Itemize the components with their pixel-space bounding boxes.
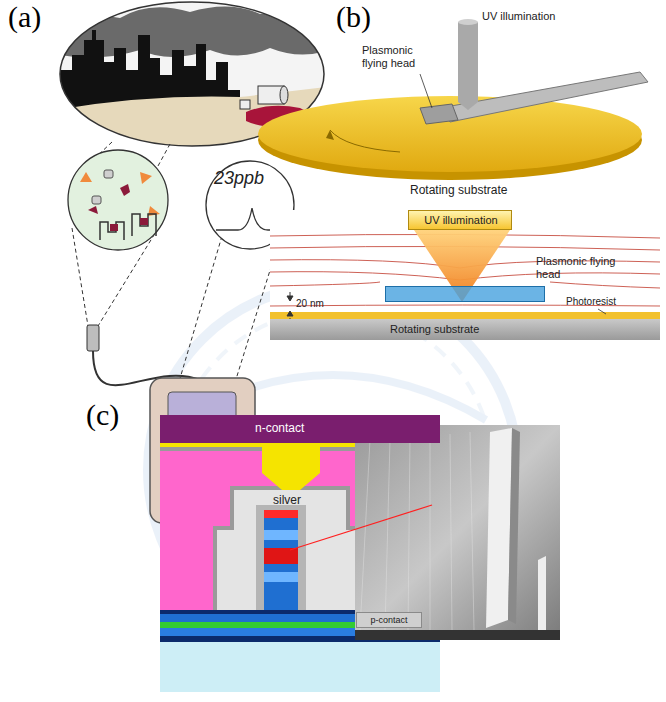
molecule-detail-part — [140, 218, 148, 225]
node-text: Rotating substrate — [390, 323, 550, 336]
pointer-line — [290, 505, 432, 550]
led-cross-section-part — [264, 530, 298, 540]
molecule-detail — [68, 150, 168, 250]
dimension-arrow-part — [287, 311, 293, 316]
led-cross-section-part — [262, 473, 320, 490]
photoresist-layer — [270, 312, 660, 319]
rotating-disk-part — [326, 130, 334, 140]
silver-region: silver — [217, 490, 364, 610]
sem-image-part — [538, 556, 546, 634]
led-cross-section-part — [264, 572, 298, 582]
part-label: UV illumination — [482, 10, 602, 23]
led-cross-section-part — [264, 510, 298, 518]
sem-image-part-part — [408, 438, 410, 630]
contact-layer: n-contact — [160, 415, 440, 443]
node-text: UV illumination — [409, 214, 513, 227]
part-label: Rotating substrate — [410, 184, 540, 198]
molecule-detail-part — [104, 170, 113, 178]
sensor-device-part — [87, 325, 99, 351]
flying-head-arm-part — [458, 102, 478, 110]
flying-head-arm-part — [420, 104, 458, 124]
substrate-band: Rotating substrate — [270, 319, 660, 340]
sem-image-part — [360, 432, 474, 630]
molecule-detail-part — [132, 214, 156, 236]
rotating-disk — [258, 96, 642, 180]
sem-image-part-part — [430, 436, 431, 630]
part-label: Photoresist — [566, 296, 646, 308]
contact-pad: p-contact — [356, 612, 422, 628]
rotating-disk-part — [330, 130, 400, 152]
flying-head-arm-part — [458, 19, 478, 25]
sem-image-part-part — [360, 440, 370, 630]
led-cross-section-part — [160, 614, 355, 622]
node-text: n-contact — [255, 422, 375, 436]
leader-dashes-part — [176, 236, 222, 392]
sem-image-part — [508, 428, 520, 624]
sem-image-part — [355, 630, 560, 640]
pollution-scene-part — [280, 86, 288, 104]
sem-image-part — [486, 428, 512, 628]
panel-label: (a) — [8, 0, 68, 35]
molecule-detail-part — [88, 206, 98, 214]
flying-head-arm-part — [458, 22, 478, 102]
molecule-detail-part — [120, 184, 130, 196]
molecule-detail-part — [110, 224, 118, 231]
molecule-detail-part — [92, 196, 101, 204]
dimension-label: 20 nm — [296, 298, 346, 310]
led-cross-section-part — [264, 548, 298, 564]
led-cross-section-part — [262, 443, 320, 473]
sem-image-part-part — [450, 434, 452, 630]
molecule-detail-part — [68, 150, 168, 250]
flying-head-arm-part — [420, 74, 432, 108]
sem-image-part — [355, 425, 560, 640]
molecule-detail-part — [140, 172, 152, 184]
rotating-disk-part — [258, 96, 642, 172]
sem-image-part-part — [470, 432, 474, 630]
leader-dashes-part — [158, 144, 170, 166]
leader-dashes-part — [72, 228, 88, 326]
source-box: UV illumination — [408, 210, 512, 230]
molecule-detail-part — [80, 172, 92, 182]
led-cross-section-part — [264, 510, 298, 610]
node-text: p-contact — [357, 615, 421, 625]
led-cross-section-part — [213, 486, 368, 610]
dimension-arrow-part — [287, 296, 293, 301]
molecule-detail-part — [100, 222, 124, 240]
sem-image — [355, 425, 560, 640]
photoresist-leader — [598, 309, 606, 314]
flying-head: Plasmonic flying head — [385, 286, 545, 302]
part-label: Plasmonic flying head — [362, 44, 432, 69]
panel-label: (b) — [336, 0, 396, 35]
node-text: silver — [247, 494, 327, 508]
led-cross-section-part — [160, 642, 440, 692]
cross-section-bg — [270, 210, 660, 340]
flying-head-arm — [420, 19, 648, 124]
pollution-scene-part — [240, 100, 250, 109]
reading-value: 23ppb — [214, 168, 294, 189]
panel-label: (c) — [86, 398, 146, 433]
led-cross-section-part — [256, 505, 306, 610]
sem-image-part-part — [385, 440, 390, 630]
node-text: Plasmonic flying head — [536, 255, 616, 280]
